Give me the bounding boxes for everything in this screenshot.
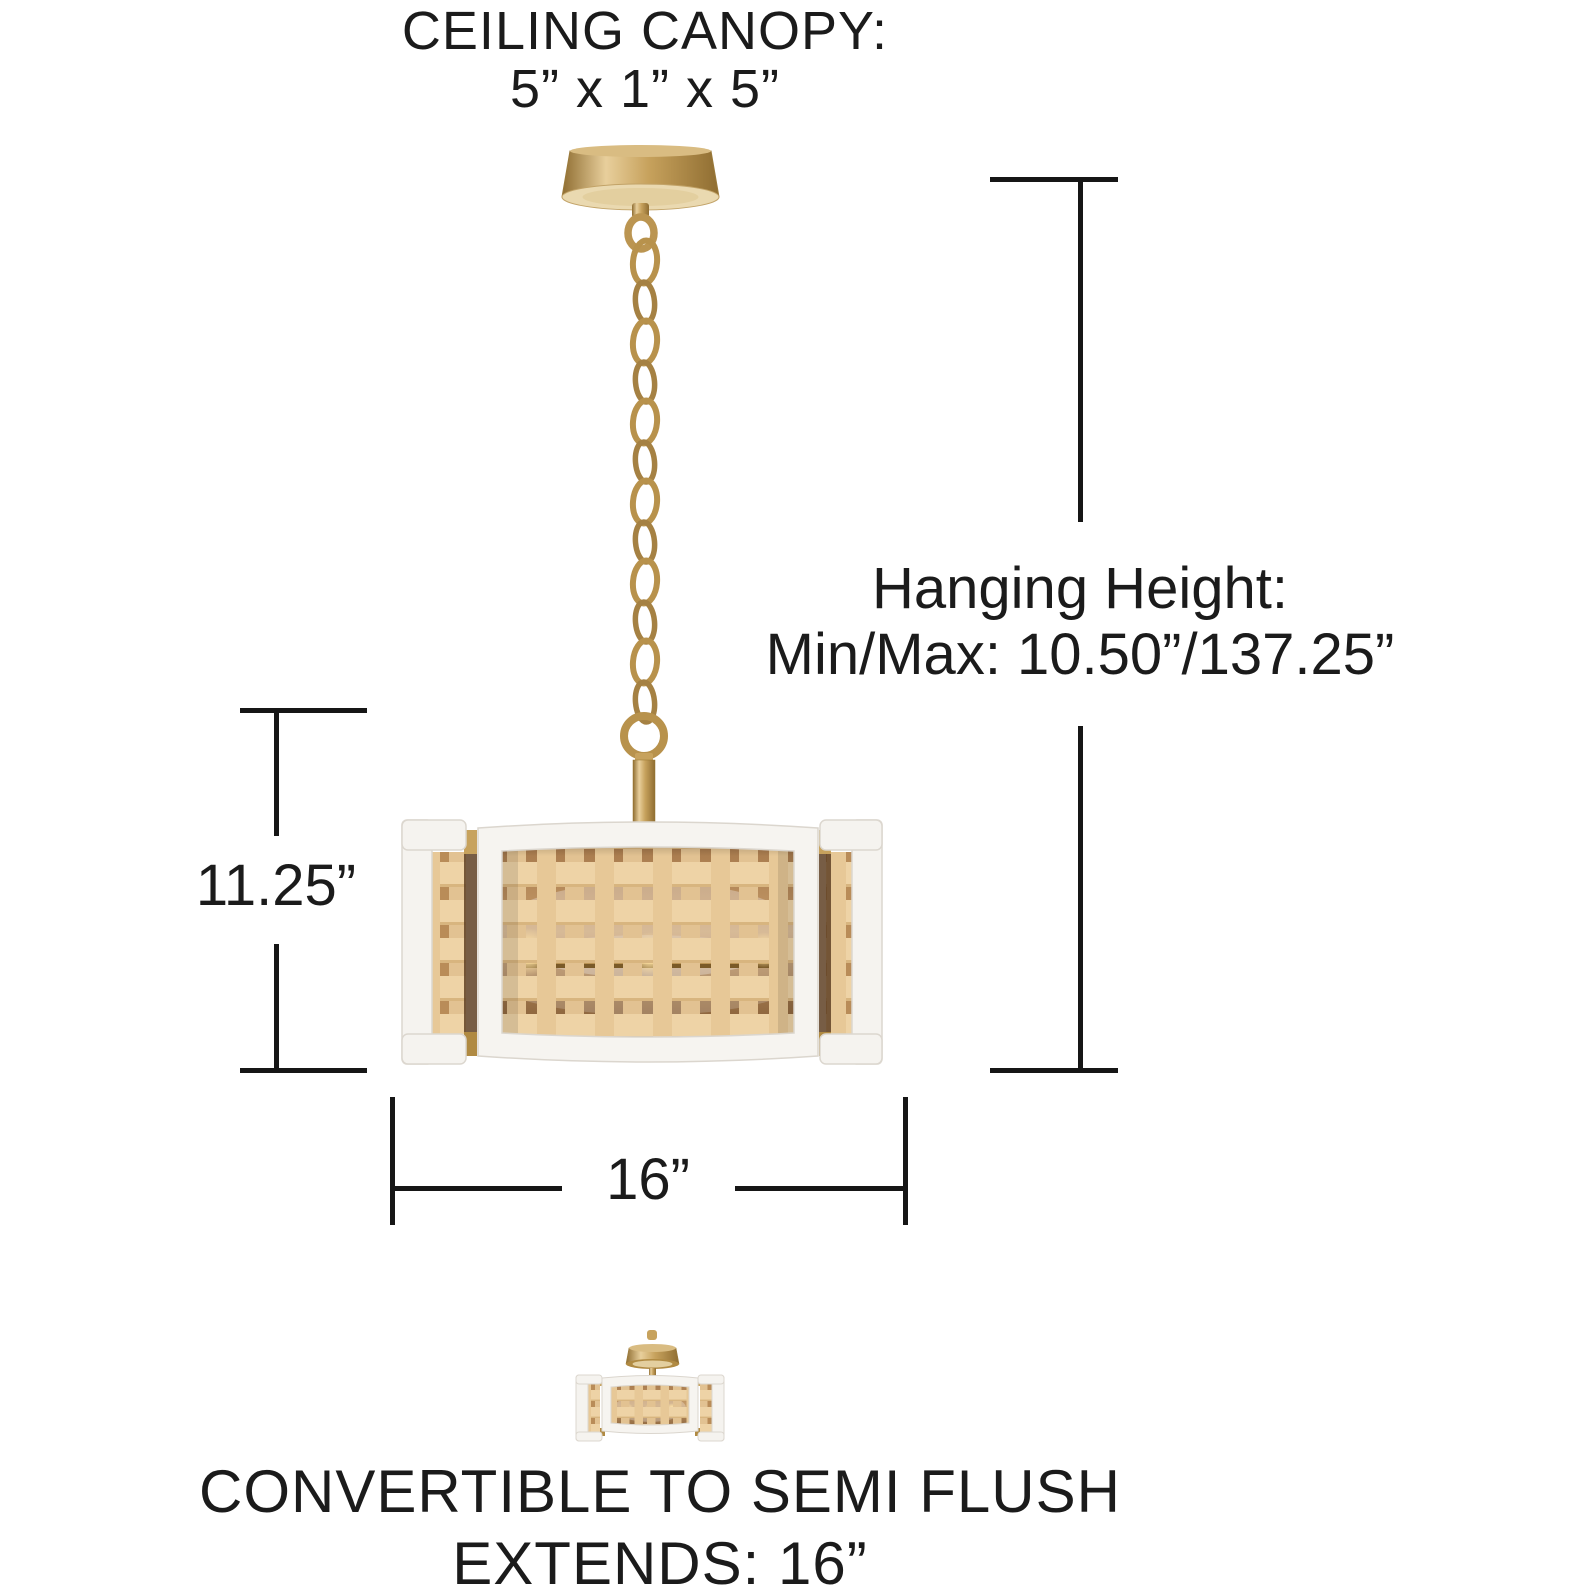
fixture-height-dim-cap-bottom — [240, 1068, 367, 1073]
fixture-height-dim-line-lower — [274, 944, 279, 1072]
semi-flush-drum — [575, 1374, 725, 1442]
ceiling-canopy-label-line1: CEILING CANOPY: — [401, 1, 889, 61]
fixture-height-label: 11.25” — [195, 853, 357, 918]
hanging-height-dim-line-upper — [1078, 177, 1083, 522]
fixture-width-dim-cap-left — [390, 1097, 395, 1225]
hanging-height-label: Hanging Height: Min/Max: 10.50”/137.25” — [730, 556, 1430, 688]
hanging-height-dim-cap-top — [990, 177, 1118, 182]
ceiling-canopy-label: CEILING CANOPY: 5” x 1” x 5” — [145, 2, 1145, 118]
semi-flush-illustration — [555, 1322, 745, 1452]
hanging-height-dim-cap-bottom — [990, 1068, 1118, 1073]
hanging-height-dim-line-lower — [1078, 726, 1083, 1072]
convertible-caption: CONVERTIBLE TO SEMI FLUSH EXTENDS: 16” — [60, 1456, 1260, 1592]
convertible-caption-line1: CONVERTIBLE TO SEMI FLUSH — [199, 1458, 1121, 1525]
fixture-width-dim-cap-right — [903, 1097, 908, 1225]
hanging-height-label-line2: Min/Max: 10.50”/137.25” — [765, 622, 1395, 687]
fixture-width-dim-line-left — [392, 1186, 562, 1191]
fixture-height-dim-line-upper — [274, 708, 279, 836]
stem-rod — [632, 759, 656, 823]
ceiling-canopy-label-line2: 5” x 1” x 5” — [509, 59, 781, 119]
drum-shade — [401, 819, 883, 1065]
canopy — [561, 145, 720, 253]
hanging-height-label-line1: Hanging Height: — [872, 556, 1288, 621]
fixture-width-dim-line-right — [735, 1186, 905, 1191]
pendant-illustration — [360, 140, 940, 1080]
convertible-caption-line2: EXTENDS: 16” — [452, 1530, 868, 1592]
semi-flush-canopy — [625, 1330, 680, 1386]
fixture-height-dim-cap-top — [240, 708, 367, 713]
fixture-width-label: 16” — [606, 1147, 690, 1212]
chain — [620, 237, 668, 760]
